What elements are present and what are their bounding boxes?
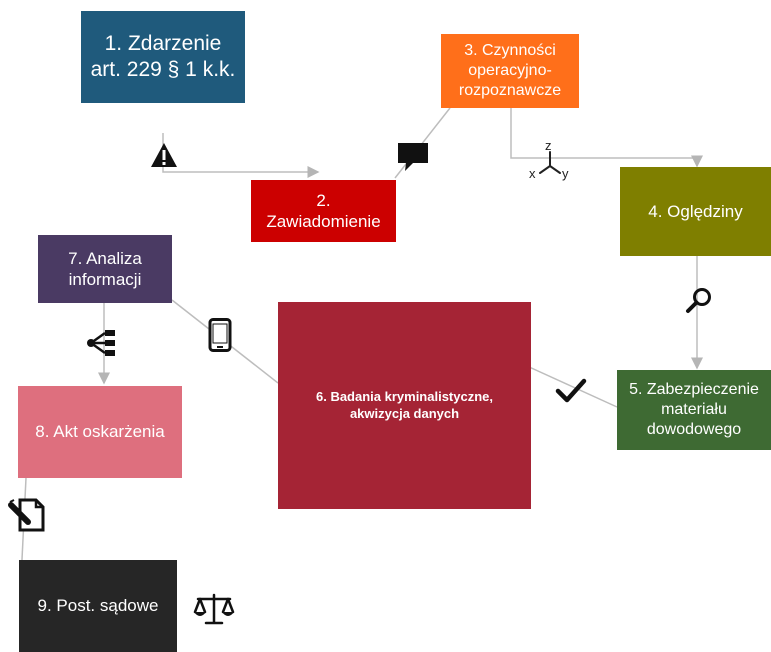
node-5-label: 5. Zabezpieczenie materiału dowodowego (629, 381, 759, 438)
magnifier-icon (686, 288, 711, 313)
hierarchy-icon (87, 330, 115, 356)
speech-bubble-icon (398, 143, 428, 171)
axis-z-label: z (545, 138, 552, 153)
node-4-ogledziny[interactable]: 4. Oględziny (620, 167, 771, 256)
smartphone-icon (208, 318, 232, 352)
connector-1-2 (162, 133, 320, 178)
node-2-zawiadomienie[interactable]: 2. Zawiadomienie (251, 180, 396, 242)
warning-icon (151, 143, 177, 167)
node-1-zdarzenie[interactable]: 1. Zdarzenie art. 229 § 1 k.k. (81, 11, 245, 103)
node-9-label: 9. Post. sądowe (37, 596, 159, 616)
node-1-label: 1. Zdarzenie art. 229 § 1 k.k. (90, 31, 236, 81)
axis-y-label: y (562, 166, 569, 181)
node-7-analiza[interactable]: 7. Analiza informacji (38, 235, 172, 303)
connector-3-4 (510, 108, 703, 168)
checkmark-icon (555, 378, 587, 403)
node-9-post-sadowe[interactable]: 9. Post. sądowe (19, 560, 177, 652)
node-7-label: 7. Analiza informacji (68, 248, 142, 289)
node-5-zabezpieczenie[interactable]: 5. Zabezpieczenie materiału dowodowego (617, 370, 771, 450)
scales-of-justice-icon (193, 593, 235, 625)
node-8-akt-oskarzenia[interactable]: 8. Akt oskarżenia (18, 386, 182, 478)
axis-x-label: x (529, 166, 536, 181)
node-3-czynnosci[interactable]: 3. Czynności operacyjno- rozpoznawcze (441, 34, 579, 108)
xyz-axes-icon: z x y (528, 138, 572, 182)
node-2-label: 2. Zawiadomienie (266, 190, 381, 231)
document-sign-icon (8, 498, 45, 532)
node-3-label: 3. Czynności operacyjno- rozpoznawcze (458, 42, 562, 99)
node-6-badania[interactable]: 6. Badania kryminalistyczne, akwizycja d… (278, 302, 531, 509)
node-8-label: 8. Akt oskarżenia (35, 422, 165, 442)
connector-5-6 (526, 365, 618, 408)
node-6-label: 6. Badania kryminalistyczne, akwizycja d… (315, 389, 494, 421)
node-4-label: 4. Oględziny (648, 201, 743, 221)
